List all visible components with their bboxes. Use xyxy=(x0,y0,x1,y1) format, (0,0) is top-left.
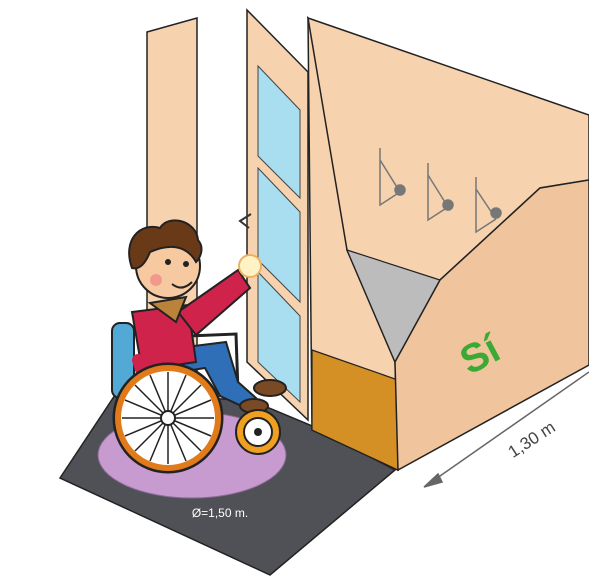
turning-circle-label: Ø=1,50 m. xyxy=(192,506,248,520)
width-dimension-label: 1,30 m xyxy=(505,417,559,461)
